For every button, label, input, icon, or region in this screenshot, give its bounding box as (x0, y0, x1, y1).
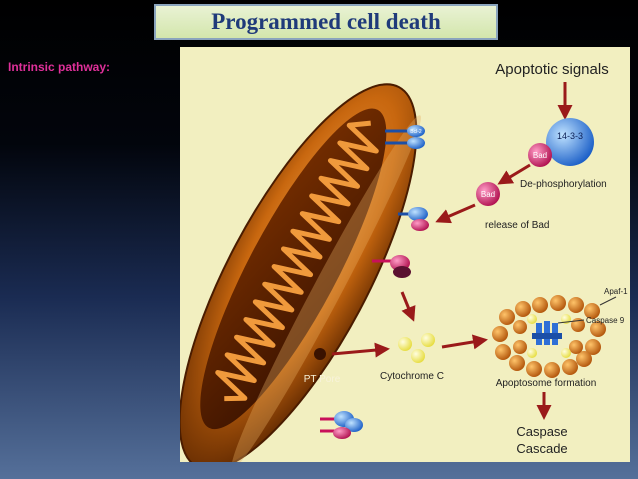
bad-14-3-3-complex: 14-3-3 Bad (528, 118, 594, 167)
caspase9-label: Caspase 9 (586, 316, 625, 325)
dephosphorylation-label: De-phosphorylation (520, 179, 607, 190)
slide-title: Programmed cell death (211, 9, 441, 34)
bad-label-complex: Bad (533, 151, 547, 160)
arrow-bad-to-membrane (435, 203, 476, 224)
mitochondrion (180, 83, 421, 462)
pt-pore-marker (314, 348, 326, 360)
slide-subtitle: Intrinsic pathway: (8, 60, 111, 74)
caspase-cascade-line2: Cascade (516, 441, 567, 456)
bcl2-bad-complex-1 (398, 207, 429, 231)
arrow-bax-to-cytochrome (400, 291, 416, 322)
cytochrome-c-molecules (398, 333, 435, 363)
slide-title-box: Programmed cell death (154, 4, 498, 40)
arrow-complex-to-bad (497, 163, 531, 185)
cytochrome-c-label: Cytochrome C (380, 371, 444, 382)
bcl2-bad-complex-3 (320, 411, 363, 439)
apaf1-label: Apaf-1 (604, 287, 628, 296)
bcl2-label-top: Bcl-2 (410, 129, 422, 135)
apaf1-pointer (599, 296, 617, 306)
bad-label-free: Bad (481, 190, 495, 199)
pt-pore-label: PT Pore (304, 374, 341, 385)
bcl2-proteins-top: Bcl-2 (385, 125, 425, 149)
apoptotic-signals-label: Apoptotic signals (495, 61, 608, 78)
protein-14-3-3-label: 14-3-3 (557, 131, 583, 141)
release-of-bad-label: release of Bad (485, 220, 550, 231)
caspase-cascade-line1: Caspase (516, 424, 567, 439)
bcl2-bad-complex-2 (372, 255, 411, 278)
arrow-pore-to-cytochrome (331, 342, 390, 358)
free-bad-protein: Bad (476, 182, 500, 206)
apoptosome-complex (492, 295, 606, 378)
arrow-cytochrome-to-apoptosome (441, 334, 488, 350)
apoptosis-diagram: Bcl-2 Apoptotic signals 14-3-3 Bad Bad D… (180, 47, 630, 462)
caspase9-pointer (557, 319, 585, 324)
apoptosome-formation-label: Apoptosome formation (496, 378, 597, 389)
